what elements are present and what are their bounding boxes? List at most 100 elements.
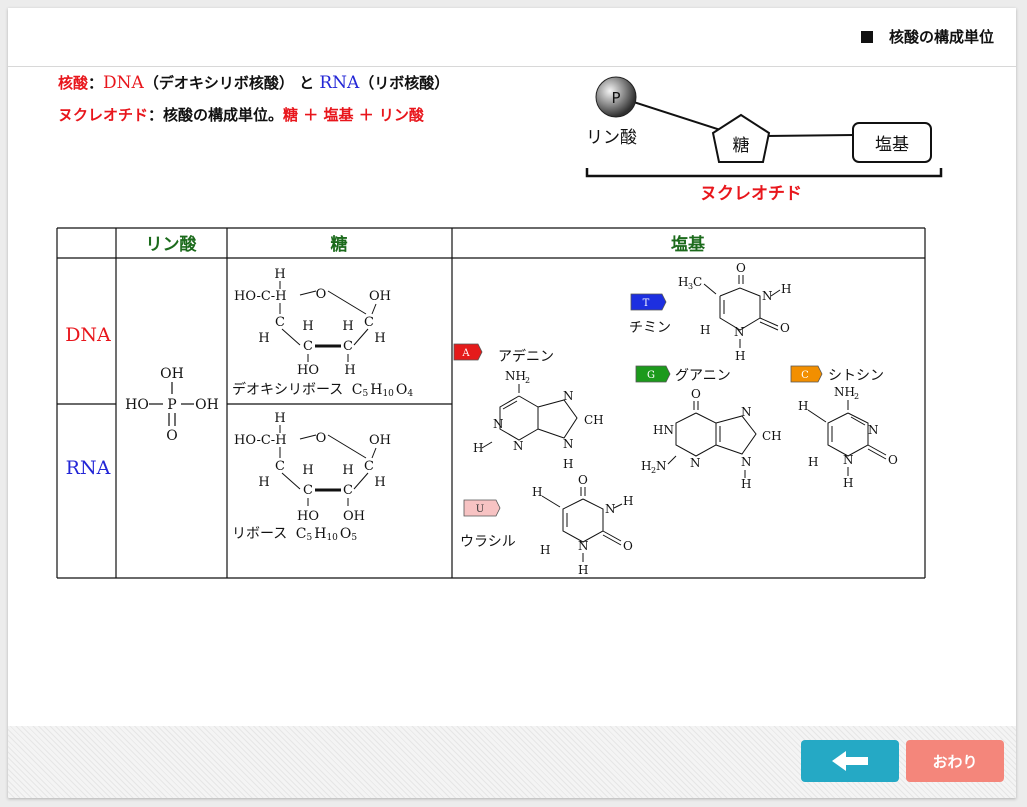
- content-card: 核酸の構成単位 核酸：DNA（デオキシリボ核酸） と RNA（リボ核酸） ヌクレ…: [8, 8, 1016, 798]
- svg-text:H: H: [808, 455, 818, 469]
- svg-text:C: C: [364, 315, 374, 330]
- nucleotide-bracket: [585, 168, 943, 178]
- svg-text:N: N: [493, 417, 504, 431]
- p-label: P: [611, 89, 620, 107]
- arrow-left-icon: [832, 751, 868, 771]
- svg-text:C: C: [343, 483, 353, 498]
- svg-text:H: H: [623, 494, 633, 508]
- svg-text:P: P: [167, 397, 176, 413]
- svg-text:C: C: [343, 339, 353, 354]
- svg-text:H: H: [374, 331, 385, 346]
- svg-text:C: C: [364, 459, 374, 474]
- svg-text:H: H: [578, 563, 588, 577]
- base-tag-adenine: A アデニン: [453, 343, 554, 365]
- svg-text:CH: CH: [762, 429, 782, 443]
- svg-text:H: H: [344, 363, 355, 378]
- svg-text:H: H: [563, 457, 573, 471]
- svg-text:HO-C-H: HO-C-H: [234, 289, 287, 304]
- svg-text:C: C: [303, 339, 313, 354]
- svg-text:O: O: [578, 473, 588, 487]
- svg-text:N: N: [578, 539, 589, 553]
- svg-text:C: C: [801, 370, 809, 381]
- svg-text:H: H: [843, 476, 853, 490]
- end-button[interactable]: おわり: [906, 740, 1004, 782]
- svg-text:OH: OH: [369, 433, 391, 448]
- svg-text:H: H: [735, 349, 745, 363]
- base-tag-thymine: T チミン: [629, 293, 671, 336]
- header-phosphate: リン酸: [146, 234, 198, 255]
- svg-text:U: U: [476, 504, 484, 515]
- svg-text:H: H: [342, 463, 353, 478]
- svg-text:HO: HO: [297, 509, 319, 524]
- svg-text:N: N: [741, 455, 752, 469]
- svg-text:H: H: [540, 543, 550, 557]
- phosphoric-acid-structure: OH HO P OH O: [125, 366, 219, 444]
- svg-text:H: H: [374, 475, 385, 490]
- base-label: 塩基: [875, 135, 909, 155]
- svg-text:HN: HN: [653, 423, 674, 437]
- footer-bar: おわり: [8, 726, 1016, 798]
- svg-text:H: H: [798, 399, 808, 413]
- deoxyribose-structure: H HO-C-H O OH C C H H H H C C HO H: [234, 267, 391, 378]
- adenine-label: アデニン: [498, 348, 554, 365]
- svg-text:OH: OH: [160, 366, 184, 382]
- diagram-canvas: P リン酸 糖 塩基 ヌクレオチド リン酸 糖 塩基 DNA RNA: [56, 76, 943, 579]
- svg-text:N: N: [843, 453, 854, 467]
- svg-text:H: H: [302, 463, 313, 478]
- svg-text:N: N: [868, 423, 879, 437]
- svg-text:3: 3: [688, 282, 693, 291]
- svg-text:C: C: [693, 275, 702, 289]
- svg-text:HO: HO: [297, 363, 319, 378]
- base-tag-guanine: G グアニン: [635, 365, 731, 384]
- svg-text:N: N: [741, 405, 752, 419]
- svg-text:H: H: [274, 411, 285, 426]
- svg-text:G: G: [647, 370, 655, 381]
- svg-text:H: H: [700, 323, 710, 337]
- svg-text:N: N: [762, 289, 773, 303]
- svg-text:HO: HO: [125, 397, 149, 413]
- svg-text:O: O: [780, 321, 790, 335]
- page-title: 核酸の構成単位: [860, 26, 994, 47]
- row-label-rna: RNA: [66, 457, 111, 479]
- svg-text:2: 2: [525, 376, 530, 385]
- base-tag-cytosine: C シトシン: [790, 365, 884, 384]
- sugar-pentagon: [711, 113, 771, 163]
- svg-text:C: C: [275, 315, 285, 330]
- row-label-dna: DNA: [65, 324, 111, 346]
- svg-text:NH: NH: [505, 369, 526, 383]
- svg-text:O: O: [736, 261, 746, 275]
- header-sugar: 糖: [331, 234, 348, 255]
- svg-text:2: 2: [651, 466, 656, 475]
- svg-text:HO-C-H: HO-C-H: [234, 433, 287, 448]
- phosphate-ball: [595, 76, 637, 118]
- svg-text:O: O: [316, 287, 327, 302]
- back-button[interactable]: [801, 740, 899, 782]
- svg-text:OH: OH: [369, 289, 391, 304]
- svg-text:H: H: [678, 275, 688, 289]
- square-bullet-icon: [860, 31, 873, 43]
- svg-text:H: H: [741, 477, 751, 491]
- intro-line-2: ヌクレオチド：核酸の構成単位。糖 ＋ 塩基 ＋ リン酸: [58, 106, 424, 124]
- svg-text:O: O: [691, 387, 701, 401]
- svg-text:T: T: [643, 298, 650, 309]
- svg-text:CH: CH: [584, 413, 604, 427]
- svg-text:H: H: [532, 485, 542, 499]
- uracil-structure: O N H O N H H H: [532, 473, 633, 577]
- svg-text:N: N: [563, 437, 574, 451]
- svg-text:H: H: [302, 319, 313, 334]
- svg-text:O: O: [316, 431, 327, 446]
- svg-text:N: N: [734, 325, 745, 339]
- svg-text:2: 2: [854, 392, 859, 401]
- svg-text:O: O: [623, 539, 633, 553]
- uracil-label: ウラシル: [460, 534, 516, 550]
- svg-text:H: H: [274, 267, 285, 282]
- svg-text:OH: OH: [195, 397, 219, 413]
- base-tag-uracil: U ウラシル: [460, 499, 516, 550]
- svg-text:H: H: [258, 331, 269, 346]
- svg-text:H: H: [641, 459, 651, 473]
- svg-text:O: O: [166, 428, 177, 444]
